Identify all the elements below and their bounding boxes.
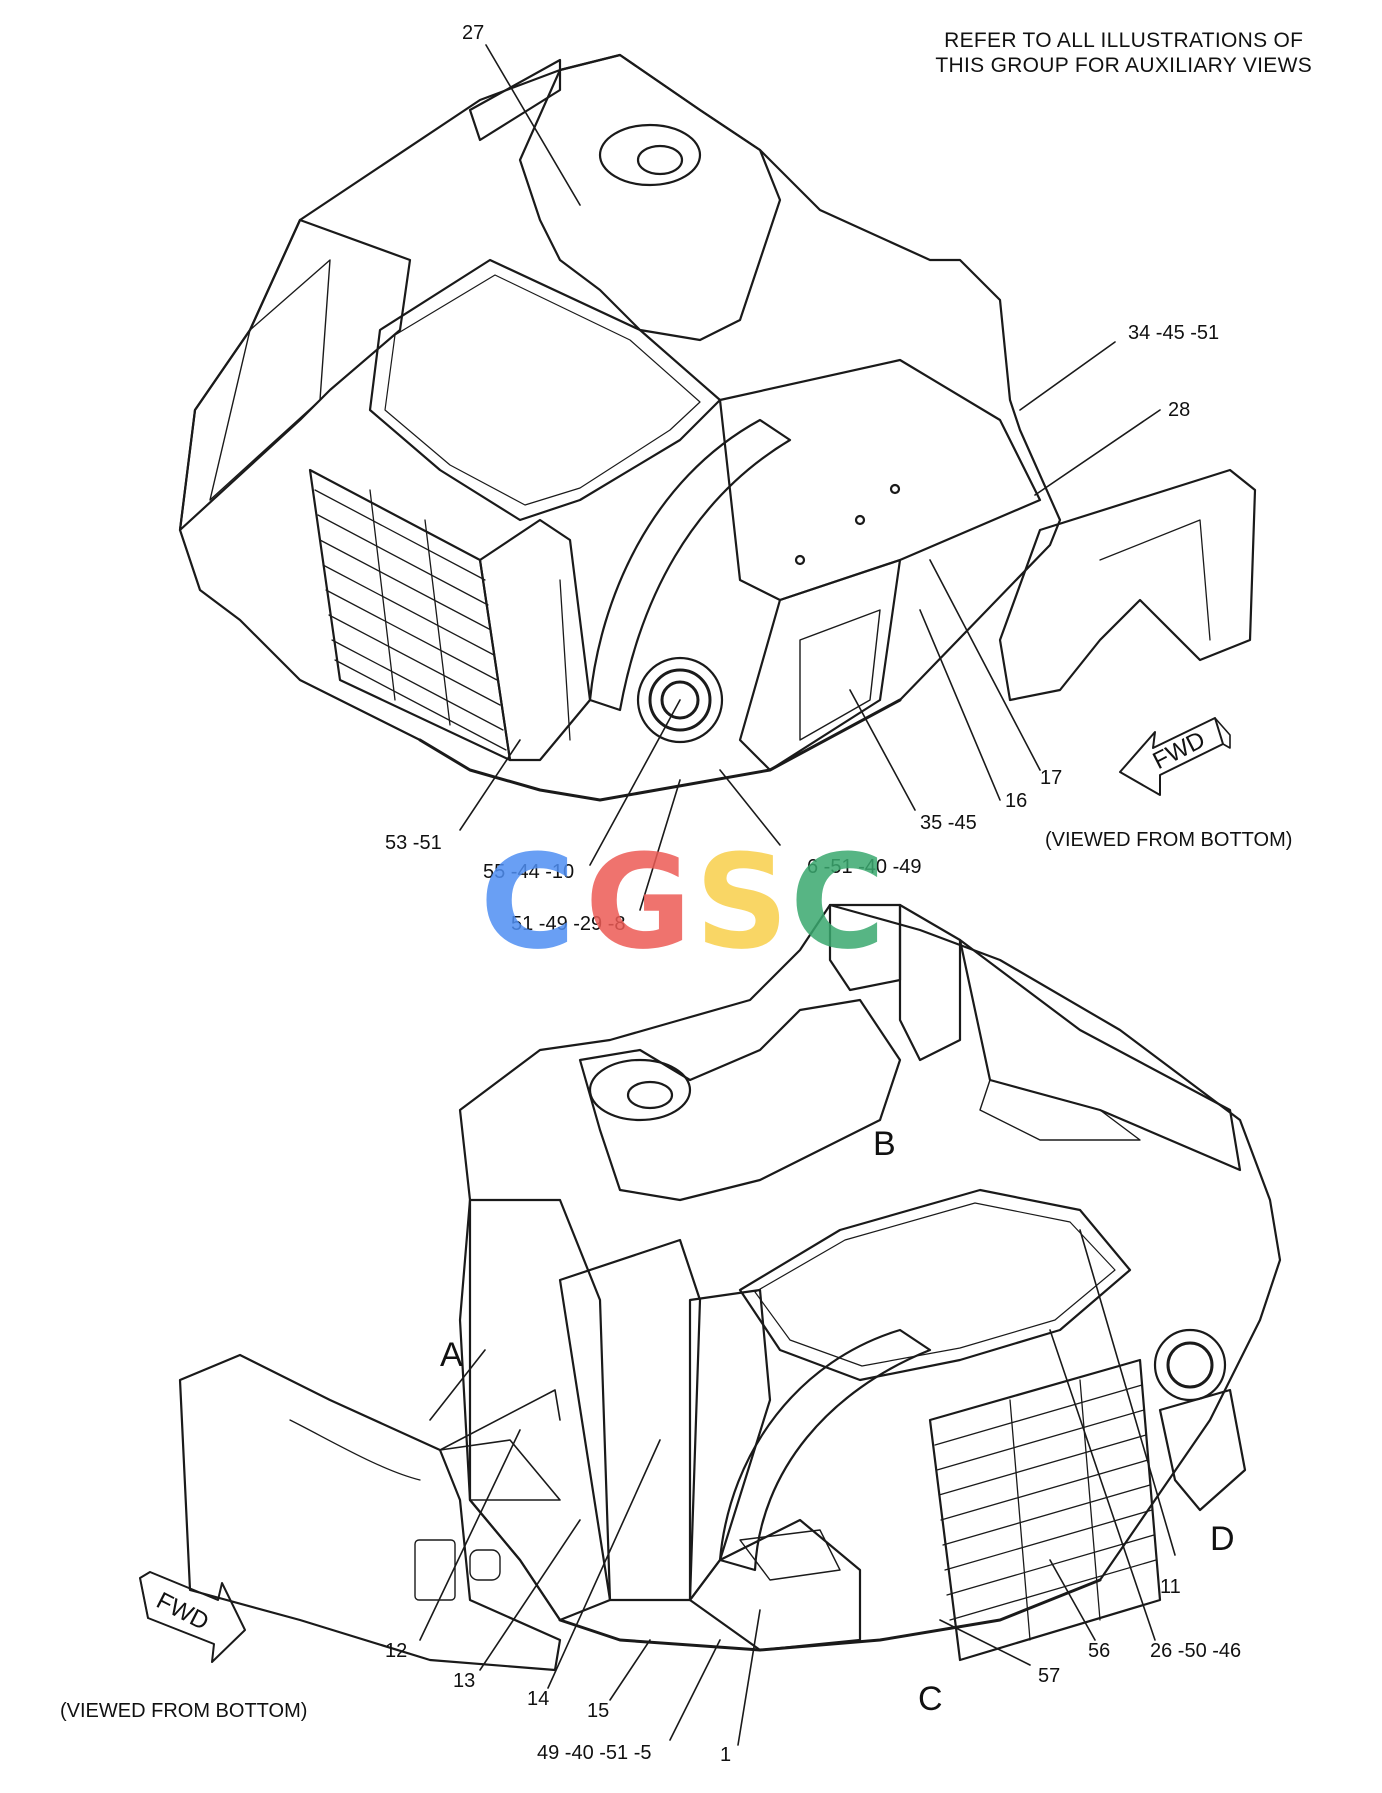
callout-27: 27 [462,22,485,44]
callout-49-40-51-5: 49 -40 -51 -5 [537,1742,652,1764]
top-leader-lines [459,44,1161,911]
callout-12: 12 [385,1640,408,1662]
watermark-letter-g: G [585,835,692,965]
view-letter-a: A [440,1336,463,1374]
bottom-cab-assembly [139,903,1282,1672]
callout-14: 14 [527,1688,550,1710]
note-line-1: REFER TO ALL ILLUSTRATIONS OF [944,29,1304,52]
fwd-arrow-top [1119,717,1231,796]
callout-17: 17 [1040,767,1063,789]
watermark-letter-c1: C [480,835,575,965]
callout-1: 1 [720,1744,732,1766]
watermark-letter-s: S [695,835,789,965]
view-letter-b: B [873,1125,896,1163]
callout-13: 13 [453,1670,476,1692]
callout-51-49-29-8: 51 -49 -29 -8 [511,913,626,935]
fwd-arrow-bottom [139,1571,246,1663]
bottom-view-caption: (VIEWED FROM BOTTOM) [60,1700,308,1722]
callout-16: 16 [1005,790,1028,812]
callout-55-44-10: 55 -44 -10 [483,861,575,883]
callout-6-51-40-49: 6 -51 -40 -49 [807,856,922,878]
callout-28: 28 [1168,399,1191,421]
callout-35-45: 35 -45 [920,812,977,834]
auxiliary-views-note: REFER TO ALL ILLUSTRATIONS OF THIS GROUP… [935,28,1312,78]
callout-53-51: 53 -51 [385,832,442,854]
callout-26-50-46: 26 -50 -46 [1150,1640,1242,1662]
callout-34-45-51: 34 -45 -51 [1128,322,1220,344]
top-view-caption: (VIEWED FROM BOTTOM) [1045,829,1293,851]
callout-11: 11 [1160,1576,1181,1598]
view-letter-d: D [1210,1520,1235,1558]
bottom-leader-lines [419,1229,1176,1746]
callout-15: 15 [587,1700,610,1722]
cgsc-watermark-logo: C G S C [480,835,885,965]
note-line-2: THIS GROUP FOR AUXILIARY VIEWS [935,54,1312,77]
callout-57: 57 [1038,1665,1061,1687]
view-letter-c: C [918,1680,943,1718]
callout-56: 56 [1088,1640,1111,1662]
watermark-letter-c2: C [790,835,885,965]
top-cab-assembly [178,53,1257,802]
